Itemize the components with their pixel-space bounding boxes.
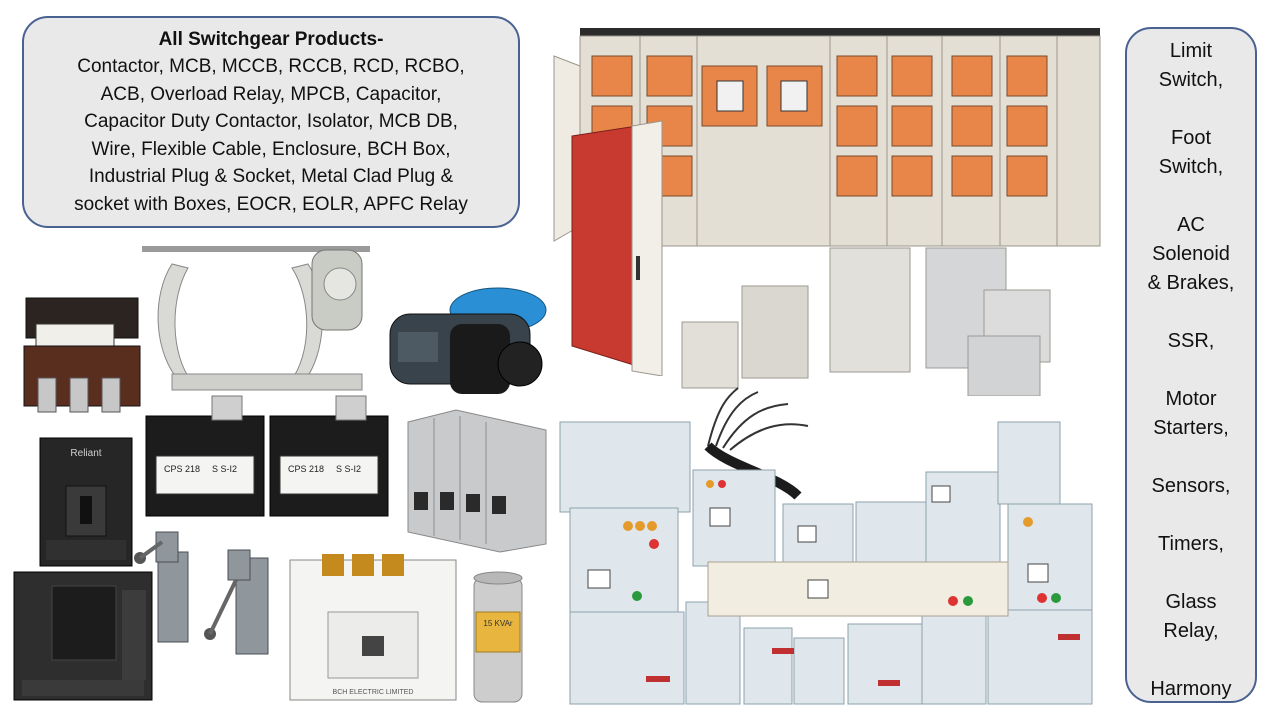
side-item-line: Relay,	[1163, 620, 1219, 642]
enclosure-boxes-image	[680, 246, 1070, 396]
side-item-limit-switch: Limit Switch,	[1127, 37, 1255, 95]
side-item-line: Sensors,	[1151, 475, 1231, 497]
side-item-line: Glass	[1165, 591, 1217, 613]
contactor-model-label: CPS 218	[164, 464, 200, 474]
capacitor-image: 15 KVAr	[466, 570, 530, 706]
power-contactor-image: BCH ELECTRIC LIMITED	[288, 548, 458, 706]
side-item-line: AC	[1177, 214, 1205, 236]
side-item-foot-switch: Foot Switch,	[1127, 124, 1255, 182]
side-item-line: & Brakes,	[1147, 272, 1235, 294]
side-item-harmony: Harmony	[1127, 675, 1255, 704]
products-line: Capacitor Duty Contactor, Isolator, MCB …	[84, 111, 458, 132]
products-line: Contactor, MCB, MCCB, RCCB, RCD, RCBO,	[77, 56, 465, 77]
products-line: ACB, Overload Relay, MPCB, Capacitor,	[100, 83, 442, 105]
contactor-rating-label: S S-I2	[336, 464, 361, 474]
side-item-line: Motor	[1165, 388, 1217, 410]
side-item-line: Switch,	[1158, 156, 1224, 178]
side-item-sensors: Sensors,	[1127, 472, 1255, 501]
mccb-image: Reliant	[38, 436, 134, 568]
side-item-line: Limit	[1169, 40, 1213, 62]
side-item-line: Switch,	[1158, 69, 1224, 91]
mcb-image	[396, 408, 550, 554]
products-callout: All Switchgear Products- Contactor, MCB,…	[22, 16, 520, 228]
side-item-motor-starters: Motor Starters,	[1127, 385, 1255, 443]
side-item-timers: Timers,	[1127, 530, 1255, 559]
industrial-plug-image	[380, 284, 550, 408]
side-item-line: Timers,	[1158, 533, 1224, 555]
products-line: socket with Boxes, EOCR, EOLR, APFC Rela…	[74, 193, 468, 215]
products-line: Wire, Flexible Cable, Enclosure, BCH Box…	[91, 138, 451, 160]
switchgear-panel-image	[552, 26, 1112, 376]
limit-switch-image	[132, 528, 296, 668]
contactor-model-label: CPS 218	[288, 464, 324, 474]
side-item-ac-solenoid: AC Solenoid & Brakes,	[1127, 211, 1255, 298]
brake-image	[142, 244, 372, 394]
side-products-callout: Limit Switch, Foot Switch, AC Solenoid &…	[1125, 27, 1257, 703]
side-item-line: Starters,	[1153, 417, 1229, 439]
contactor-image	[18, 294, 146, 422]
acb-image	[12, 570, 154, 702]
side-item-line: Foot	[1170, 127, 1212, 149]
contactor-rating-label: S S-I2	[212, 464, 237, 474]
power-contactor-maker-label: BCH ELECTRIC LIMITED	[333, 689, 414, 696]
products-title: All Switchgear Products-	[158, 29, 384, 50]
starter-panels-image	[558, 386, 1116, 708]
side-item-line: Solenoid	[1152, 243, 1230, 265]
cps-contactors-image: CPS 218 S S-I2 CPS 218 S S-I2	[142, 394, 392, 528]
side-item-line: Harmony	[1150, 678, 1232, 700]
side-item-line: SSR,	[1167, 330, 1215, 352]
capacitor-rating-label: 15 KVAr	[483, 619, 513, 628]
side-item-ssr: SSR,	[1127, 327, 1255, 356]
products-line: Industrial Plug & Socket, Metal Clad Plu…	[88, 166, 454, 187]
mccb-brand-label: Reliant	[70, 448, 101, 459]
side-item-glass-relay: Glass Relay,	[1127, 588, 1255, 646]
